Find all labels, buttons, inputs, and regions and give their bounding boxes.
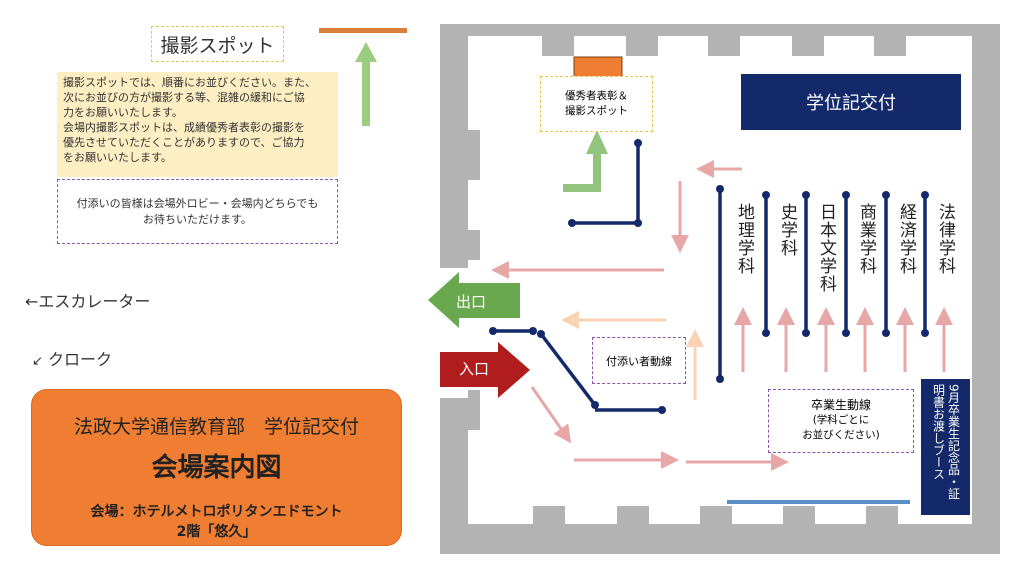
dept-economics: 経済学科 bbox=[896, 203, 916, 275]
graduate-flow-label: 卒業生動線 (学科ごとに お並びください) bbox=[768, 389, 914, 453]
honor-photo-spot-label: 優秀者表彰＆ 撮影スポット bbox=[540, 76, 653, 132]
title-card-subtitle: 法政大学通信教育部 学位記交付 bbox=[73, 416, 359, 438]
left-wall-notches bbox=[468, 130, 480, 430]
photo-spot-marker bbox=[319, 28, 407, 33]
cloak-label: ↙ クローク bbox=[32, 346, 112, 370]
graduate-flow-arrows bbox=[491, 160, 953, 471]
green-up-arrow-icon bbox=[355, 42, 377, 126]
photo-spot-note: 撮影スポットでは、順番にお並びください。また、 次にお並びの方が撮影する等、混雑… bbox=[57, 72, 338, 177]
dept-history: 史学科 bbox=[777, 203, 797, 257]
cloak-arrow-icon: ↙ bbox=[32, 354, 43, 369]
bottom-blue-line bbox=[727, 500, 910, 504]
queue-barriers bbox=[489, 139, 929, 414]
companion-flow-arrows bbox=[561, 311, 704, 400]
companion-note: 付添いの皆様は会場外ロビー・会場内どちらでも お待ちいただけます。 bbox=[57, 179, 338, 244]
title-card-venue: 会場：ホテルメトロポリタンエドモント 2階「悠久」 bbox=[90, 504, 343, 540]
photo-spot-title: 撮影スポット bbox=[151, 26, 284, 62]
title-card-title: 会場案内図 bbox=[151, 453, 282, 483]
bottom-pillars bbox=[533, 506, 898, 526]
escalator-label: ←エスカレーター bbox=[25, 292, 151, 311]
dept-geography: 地理学科 bbox=[734, 203, 754, 275]
dept-commerce: 商業学科 bbox=[856, 203, 876, 275]
graduate-flow-title: 卒業生動線 bbox=[810, 398, 871, 412]
exit-arrow-icon bbox=[428, 272, 520, 328]
entrance-label: 入口 bbox=[459, 360, 490, 378]
graduate-flow-note: (学科ごとに お並びください) bbox=[802, 414, 880, 441]
certificate-booth: 9月卒業生記念品・証明書お渡しブース bbox=[921, 379, 970, 515]
title-card: 法政大学通信教育部 学位記交付 会場案内図 会場：ホテルメトロポリタンエドモント… bbox=[31, 389, 402, 546]
degree-desk: 学位記交付 bbox=[741, 74, 961, 130]
dept-japanese-literature: 日本文学科 bbox=[816, 203, 836, 293]
cloak-text: クローク bbox=[48, 350, 113, 369]
green-up-arrow-icon bbox=[563, 130, 608, 192]
top-pillars bbox=[542, 36, 906, 56]
dept-law: 法律学科 bbox=[935, 203, 955, 275]
companion-flow-label: 付添い者動線 bbox=[592, 337, 686, 384]
left-panel-graphics bbox=[319, 28, 407, 126]
entrance-arrow-icon bbox=[440, 342, 530, 398]
exit-label: 出口 bbox=[456, 293, 487, 311]
